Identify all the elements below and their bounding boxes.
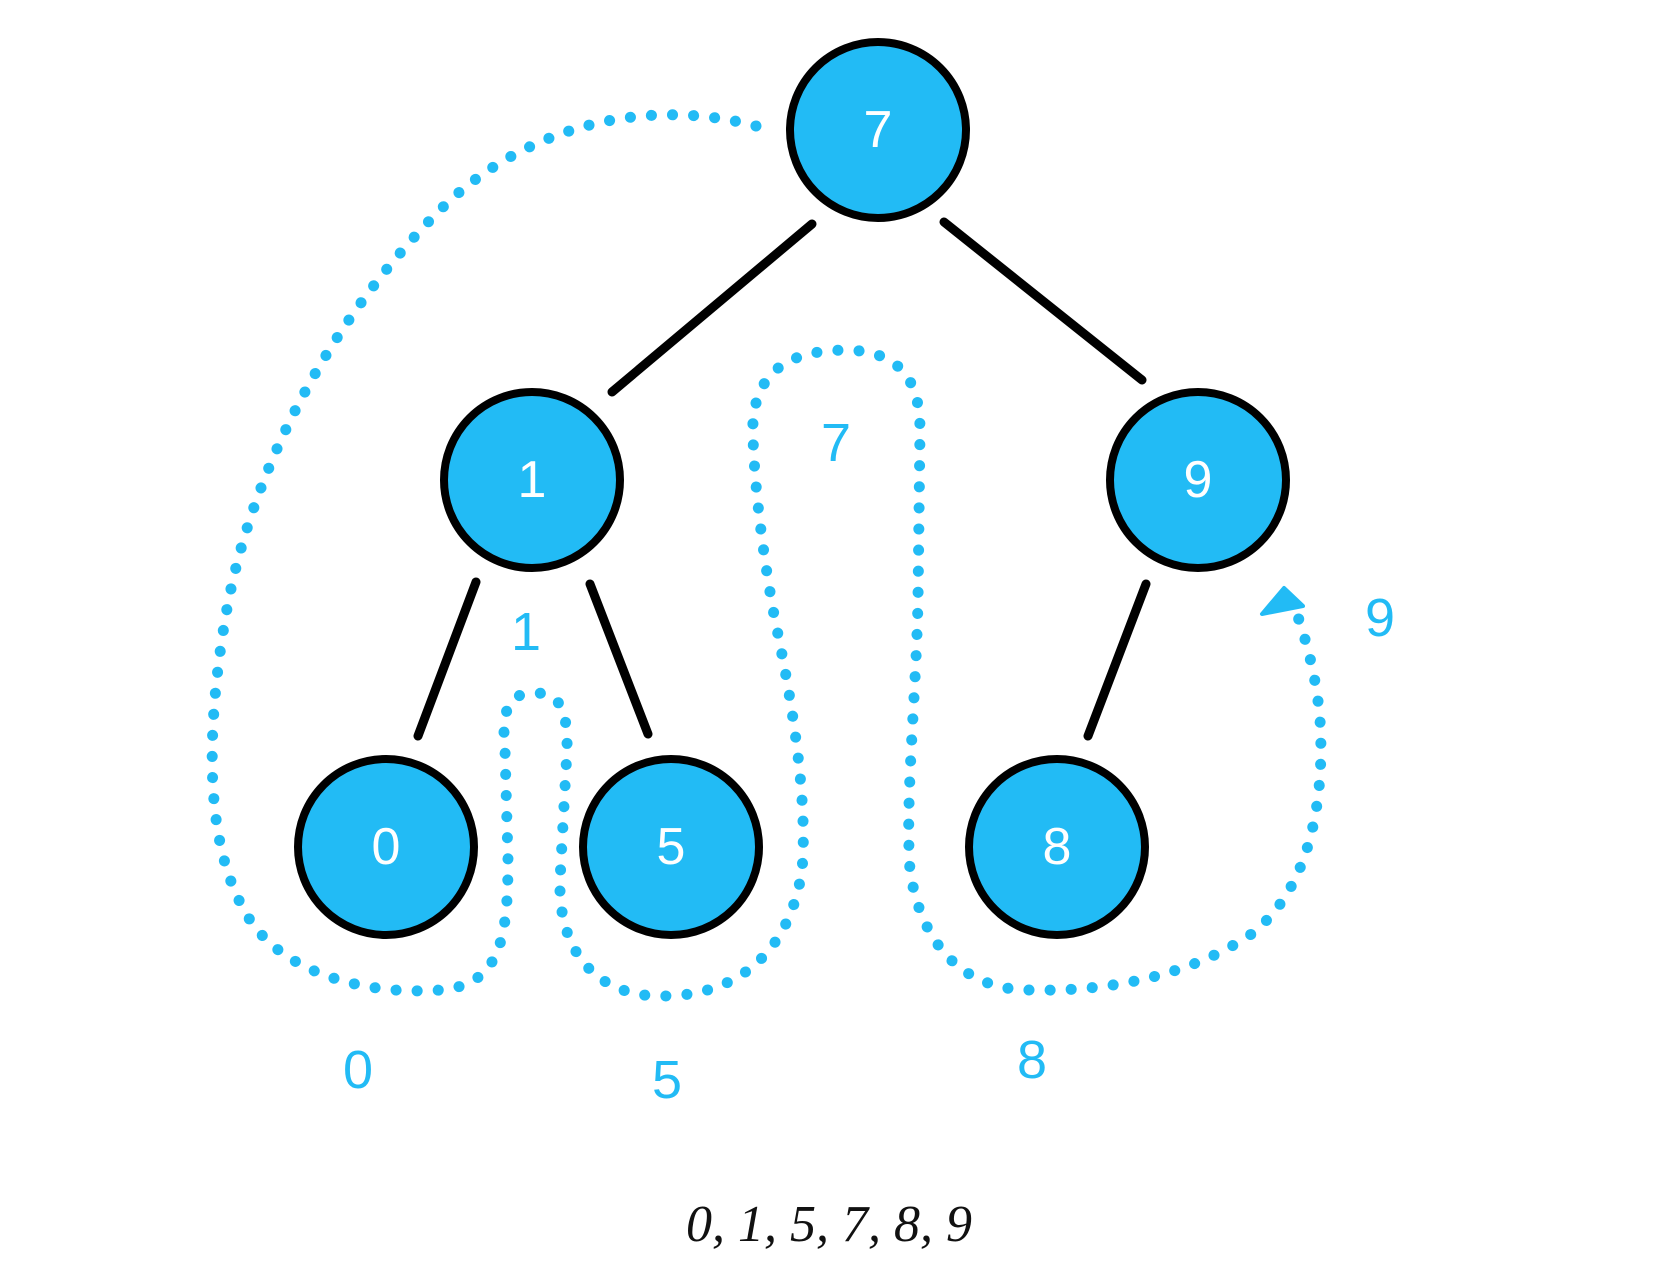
edge-1-0 xyxy=(413,577,481,741)
node-0-label: 0 xyxy=(372,818,401,876)
visit-label-8: 8 xyxy=(1017,1030,1047,1090)
traversal-sequence: 0, 1, 5, 7, 8, 9 xyxy=(686,1196,972,1253)
node-1-label: 1 xyxy=(518,451,547,509)
node-8-label: 8 xyxy=(1043,818,1072,876)
edge-1-5 xyxy=(585,579,653,739)
visit-label-9: 9 xyxy=(1365,588,1395,648)
node-5-label: 5 xyxy=(657,818,686,876)
node-5: 5 xyxy=(579,755,763,939)
node-7-label: 7 xyxy=(864,101,893,159)
visit-label-0: 0 xyxy=(343,1040,373,1100)
visit-label-5: 5 xyxy=(652,1050,682,1110)
edge-9-8 xyxy=(1083,579,1151,741)
edge-7-9 xyxy=(939,217,1147,385)
visit-label-7: 7 xyxy=(821,413,851,473)
edge-7-1 xyxy=(607,219,817,397)
node-0: 0 xyxy=(294,755,478,939)
traversal-arrowhead-icon xyxy=(1260,586,1305,616)
tree-edges xyxy=(413,217,1151,741)
node-9-label: 9 xyxy=(1184,451,1213,509)
node-9: 9 xyxy=(1106,388,1290,572)
visit-label-1: 1 xyxy=(511,602,541,662)
visit-order-labels: 0 1 5 7 8 9 xyxy=(343,413,1395,1110)
traversal-path xyxy=(206,109,1327,1002)
node-7: 7 xyxy=(786,38,970,222)
tree-nodes: 7 1 9 0 5 8 xyxy=(294,38,1290,939)
node-1: 1 xyxy=(440,388,624,572)
node-8: 8 xyxy=(965,755,1149,939)
